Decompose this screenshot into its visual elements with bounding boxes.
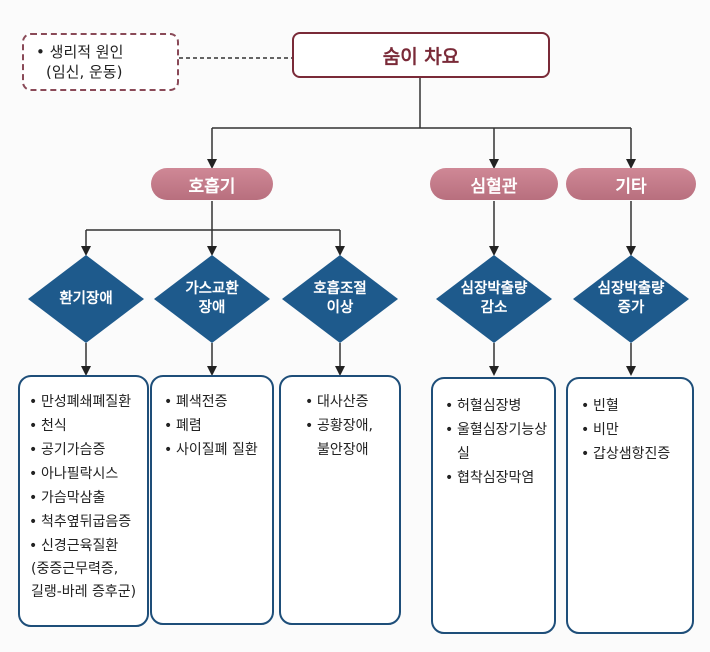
bullet-dot: • xyxy=(29,514,38,530)
mechanism-ventilation-disorder: 환기장애 xyxy=(26,253,146,345)
mechanism-line-1: 가스교환 xyxy=(185,281,239,297)
list-item: •빈혈 xyxy=(581,394,692,418)
item-text: 만성폐쇄폐질환 xyxy=(41,394,132,410)
category-label: 심혈관 xyxy=(470,176,518,197)
note-line-1: 생리적 원인 xyxy=(49,43,124,61)
category-other: 기타 xyxy=(566,168,696,200)
mechanism-line-1: 환기장애 xyxy=(59,290,113,307)
bullet-dot: • xyxy=(29,394,38,410)
detail-box-ventilation: •만성폐쇄폐질환 •천식 •공기가슴증 •아나필락시스 •가슴막삼출 •척추옆뒤… xyxy=(18,375,149,627)
item-text: 사이질폐 질환 xyxy=(176,442,258,458)
item-text: 비만 xyxy=(593,422,619,438)
detail-box-cardiac-decrease: •허혈심장병 •울혈심장기능상실 •협착심장막염 xyxy=(431,377,556,634)
root-node: 숨이 차요 xyxy=(292,32,550,78)
bullet-dot: • xyxy=(164,442,173,458)
bullet-dot: • xyxy=(29,418,38,434)
bullet-dot: • xyxy=(445,422,454,438)
bullet-dot: • xyxy=(305,394,314,410)
item-text: 빈혈 xyxy=(593,398,619,414)
mechanism-line-2: 장애 xyxy=(198,300,226,316)
bullet-dot: • xyxy=(581,422,590,438)
bullet-dot: • xyxy=(29,466,38,482)
category-respiratory: 호흡기 xyxy=(151,168,273,200)
list-item: •비만 xyxy=(581,418,692,442)
item-text: 협착심장막염 xyxy=(457,470,535,486)
list-item: •울혈심장기능상실 xyxy=(445,418,554,466)
item-text: 폐색전증 xyxy=(176,394,228,410)
list-item: •공기가슴증 xyxy=(29,438,147,462)
list-item: •폐렴 xyxy=(164,414,272,438)
mechanism-line-1: 심장박출량 xyxy=(597,281,665,297)
note-line-2: (임신, 운동) xyxy=(46,63,123,81)
item-text: 공황장애, xyxy=(317,418,373,434)
mechanism-line-2: 증가 xyxy=(617,300,645,316)
item-text: 가슴막삼출 xyxy=(41,490,106,506)
list-item: •천식 xyxy=(29,414,147,438)
bullet-dot: • xyxy=(29,490,38,506)
list-item: •만성폐쇄폐질환 xyxy=(29,390,147,414)
list-item: •사이질폐 질환 xyxy=(164,438,272,462)
list-item: •공황장애, xyxy=(305,414,399,438)
list-item: •폐색전증 xyxy=(164,390,272,414)
item-text: 대사산증 xyxy=(317,394,369,410)
mechanism-line-2: 감소 xyxy=(480,300,508,316)
diamond-shape xyxy=(28,255,144,343)
item-text: 천식 xyxy=(41,418,67,434)
detail-box-cardiac-increase: •빈혈 •비만 •갑상샘항진증 xyxy=(566,377,694,634)
mechanism-line-1: 호흡조절 xyxy=(313,281,367,297)
list-item: •가슴막삼출 xyxy=(29,486,147,510)
diamond-shape xyxy=(573,255,689,343)
bullet-dot: • xyxy=(29,442,38,458)
root-label: 숨이 차요 xyxy=(382,45,460,68)
list-item: •척추옆뒤굽음증 xyxy=(29,510,147,534)
list-item: •신경근육질환 xyxy=(29,534,147,558)
diamond-shape xyxy=(436,255,552,343)
detail-box-respiratory-control: •대사산증 •공황장애, 불안장애 xyxy=(279,375,401,625)
diamond-shape xyxy=(154,255,270,343)
list-item: •허혈심장병 xyxy=(445,394,554,418)
note-bullet: • xyxy=(36,43,45,61)
item-text: 울혈심장기능상실 xyxy=(457,422,548,462)
diamond-shape xyxy=(282,255,398,343)
list-item: •아나필락시스 xyxy=(29,462,147,486)
bullet-dot: • xyxy=(445,398,454,414)
physiological-cause-note: • 생리적 원인 (임신, 운동) xyxy=(22,33,179,91)
item-text: 허혈심장병 xyxy=(457,398,522,414)
category-label: 호흡기 xyxy=(188,176,236,197)
item-text: 아나필락시스 xyxy=(41,466,119,482)
bullet-dot: • xyxy=(29,538,38,554)
detail-box-gas-exchange: •폐색전증 •폐렴 •사이질폐 질환 xyxy=(150,375,274,625)
bullet-dot: • xyxy=(164,394,173,410)
category-cardiovascular: 심혈관 xyxy=(430,168,558,200)
item-subtext: (중증근무력증, xyxy=(31,561,119,577)
item-text: 척추옆뒤굽음증 xyxy=(41,514,132,530)
bullet-dot: • xyxy=(581,398,590,414)
item-text: 폐렴 xyxy=(176,418,202,434)
item-subtext: 길랭-바레 증후군) xyxy=(31,584,137,600)
item-text: 갑상샘항진증 xyxy=(593,446,671,462)
mechanism-line-2: 이상 xyxy=(326,300,354,316)
mechanism-line-1: 심장박출량 xyxy=(460,281,528,297)
bullet-dot: • xyxy=(445,470,454,486)
bullet-dot: • xyxy=(305,418,314,434)
bullet-dot: • xyxy=(581,446,590,462)
item-text: 공기가슴증 xyxy=(41,442,106,458)
item-subtext: 불안장애 xyxy=(317,442,369,458)
list-item: •대사산증 xyxy=(305,390,399,414)
list-item: •갑상샘항진증 xyxy=(581,442,692,466)
bullet-dot: • xyxy=(164,418,173,434)
list-item: •협착심장막염 xyxy=(445,466,554,490)
category-label: 기타 xyxy=(615,176,647,197)
item-text: 신경근육질환 xyxy=(41,538,119,554)
